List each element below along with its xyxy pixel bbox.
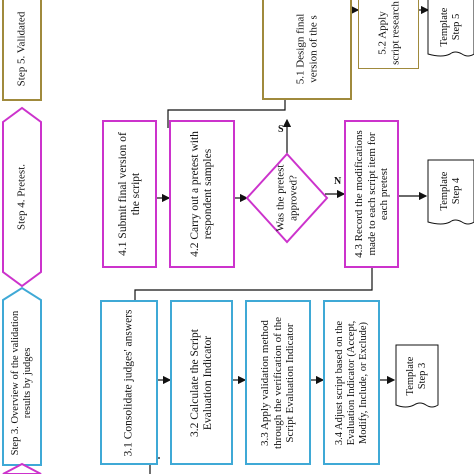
decision: Was the pretest approved? — [257, 160, 317, 236]
node-3-2: 3.2 Calculate the Script Evaluation Indi… — [170, 300, 233, 465]
node-3-1: 3.1 Consolidate judges' answers — [100, 300, 158, 465]
node-4-3: 4.3 Record the modifications made to eac… — [344, 120, 399, 268]
decision-diamond — [245, 152, 329, 244]
node-3-2-label: 3.2 Calculate the Script Evaluation Indi… — [188, 328, 214, 437]
template-5: Template Step 5 — [428, 0, 474, 56]
phase-next-stub — [2, 462, 42, 474]
arrow-5-row-to-4-1 — [167, 100, 286, 128]
template-4-label: Template Step 4 — [438, 171, 462, 211]
decision-yes-label: S — [278, 124, 284, 135]
node-4-2-label: 4.2 Carry out a pretest with respondent … — [188, 131, 214, 257]
phase-step-3: Step 3. Overview of the validation resul… — [3, 300, 41, 465]
node-4-3-label: 4.3 Record the modifications made to eac… — [352, 130, 390, 258]
node-3-4-label: 3.4 Adjust script based on the Evaluatio… — [333, 320, 369, 445]
template-3-shape — [395, 344, 439, 408]
node-5-2: 5.2 Apply script research — [358, 0, 419, 69]
node-5-1-label: 5.1 Design final version of the s — [294, 13, 319, 84]
node-3-1-label: 3.1 Consolidate judges' answers — [122, 308, 135, 457]
arrow-4-3-to-step-3-row — [134, 268, 373, 300]
node-3-3-label: 3.3 Apply validation method through the … — [259, 316, 297, 449]
phase-step-5: Step 5. Validated — [3, 0, 41, 100]
node-5-2-label: 5.2 Apply script research — [375, 1, 401, 65]
template-4-shape — [427, 159, 474, 225]
node-3-3: 3.3 Apply validation method through the … — [245, 300, 311, 465]
decision-label: Was the pretest approved? — [274, 164, 299, 232]
template-4: Template Step 4 — [428, 160, 474, 222]
template-3-label: Template Step 3 — [404, 356, 428, 396]
decision-no-label: N — [334, 176, 342, 187]
phase-step-5-shape — [2, 0, 42, 101]
phase-step-3-label: Step 3. Overview of the validation resul… — [9, 310, 33, 455]
phase-step-4: Step 4. Pretest. — [3, 120, 41, 274]
template-5-label: Template Step 5 — [438, 7, 462, 47]
template-3: Template Step 3 — [396, 345, 438, 407]
phase-step-3-shape — [2, 286, 42, 466]
node-4-2: 4.2 Carry out a pretest with respondent … — [169, 120, 235, 268]
node-3-4: 3.4 Adjust script based on the Evaluatio… — [323, 300, 380, 465]
template-5-shape — [427, 0, 474, 57]
phase-step-4-label: Step 4. Pretest. — [15, 164, 28, 230]
phase-step-4-shape — [1, 106, 42, 288]
phase-step-5-label: Step 5. Validated — [15, 11, 28, 86]
node-5-1: 5.1 Design final version of the s — [262, 0, 352, 100]
node-4-1-label: 4.1 Submit final version of the script — [116, 132, 142, 256]
node-4-1: 4.1 Submit final version of the script — [102, 120, 157, 268]
